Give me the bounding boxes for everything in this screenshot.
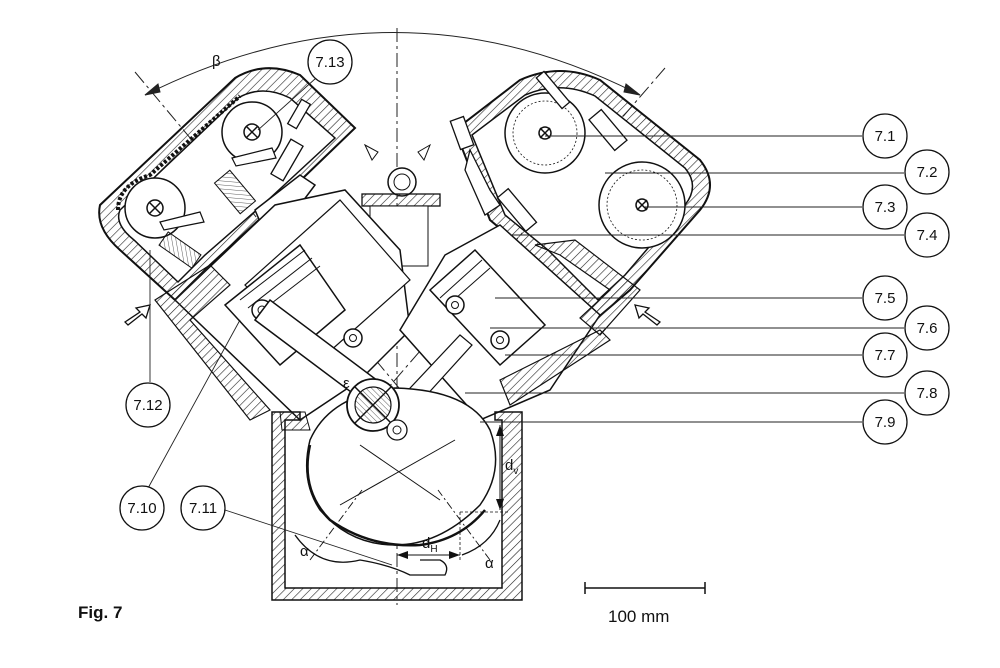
right-piston xyxy=(428,248,547,367)
callout-7-7: 7.7 xyxy=(862,332,908,378)
scale-bar-label: 100 mm xyxy=(608,607,670,626)
right-cylinder-bank xyxy=(399,224,641,421)
svg-text:7.8: 7.8 xyxy=(917,385,938,402)
svg-text:7.1: 7.1 xyxy=(875,128,896,145)
callout-7-4: 7.4 xyxy=(904,212,950,258)
callout-7-11: 7.11 xyxy=(180,485,226,531)
svg-text:7.9: 7.9 xyxy=(875,414,896,431)
beta-angle-arc xyxy=(144,32,641,96)
svg-text:7.2: 7.2 xyxy=(917,164,938,181)
alpha-right-label: α xyxy=(485,555,494,572)
epsilon-label: ε xyxy=(343,375,350,392)
leader-lines xyxy=(146,69,904,566)
callout-7-13: 7.13 xyxy=(307,39,353,85)
svg-text:7.5: 7.5 xyxy=(875,290,896,307)
callout-7-3: 7.3 xyxy=(862,184,908,230)
svg-text:7.6: 7.6 xyxy=(917,320,938,337)
svg-text:7.10: 7.10 xyxy=(127,500,156,517)
crankcase xyxy=(271,378,523,601)
dv-label: dv xyxy=(505,457,518,477)
svg-text:7.4: 7.4 xyxy=(917,227,938,244)
callout-7-6: 7.6 xyxy=(904,305,950,351)
callout-7-10: 7.10 xyxy=(119,485,165,531)
svg-text:7.7: 7.7 xyxy=(875,347,896,364)
callout-7-2: 7.2 xyxy=(904,149,950,195)
callout-7-5: 7.5 xyxy=(862,275,908,321)
alpha-left-label: α xyxy=(300,543,309,560)
svg-text:7.13: 7.13 xyxy=(315,54,344,71)
right-cylinder-head xyxy=(449,70,711,322)
flow-arrows xyxy=(123,304,662,326)
dh-label: dH xyxy=(422,535,438,555)
beta-label: β xyxy=(212,53,221,70)
svg-text:7.11: 7.11 xyxy=(189,500,217,517)
callout-7-1: 7.1 xyxy=(862,113,908,159)
callout-7-12: 7.12 xyxy=(125,382,171,428)
scale-bar xyxy=(584,582,706,594)
figure-caption: Fig. 7 xyxy=(78,603,123,622)
callout-7-9: 7.9 xyxy=(862,399,908,445)
svg-text:7.3: 7.3 xyxy=(875,199,896,216)
callout-7-8: 7.8 xyxy=(904,370,950,416)
svg-text:7.12: 7.12 xyxy=(133,397,162,414)
